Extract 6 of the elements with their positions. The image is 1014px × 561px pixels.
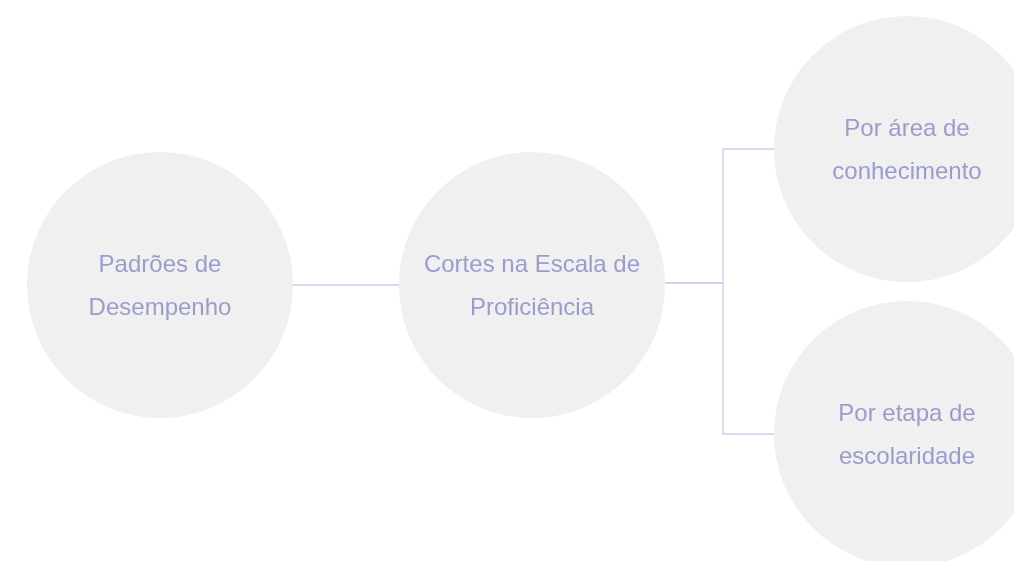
connector-line [292, 284, 400, 286]
node-label: Padrões de Desempenho [87, 249, 233, 322]
node-label: Por área de conhecimento [831, 113, 983, 186]
node-label: Cortes na Escala de Proficiência [422, 249, 642, 322]
connector-line [664, 282, 775, 435]
node-label: Por etapa de escolaridade [837, 398, 977, 471]
